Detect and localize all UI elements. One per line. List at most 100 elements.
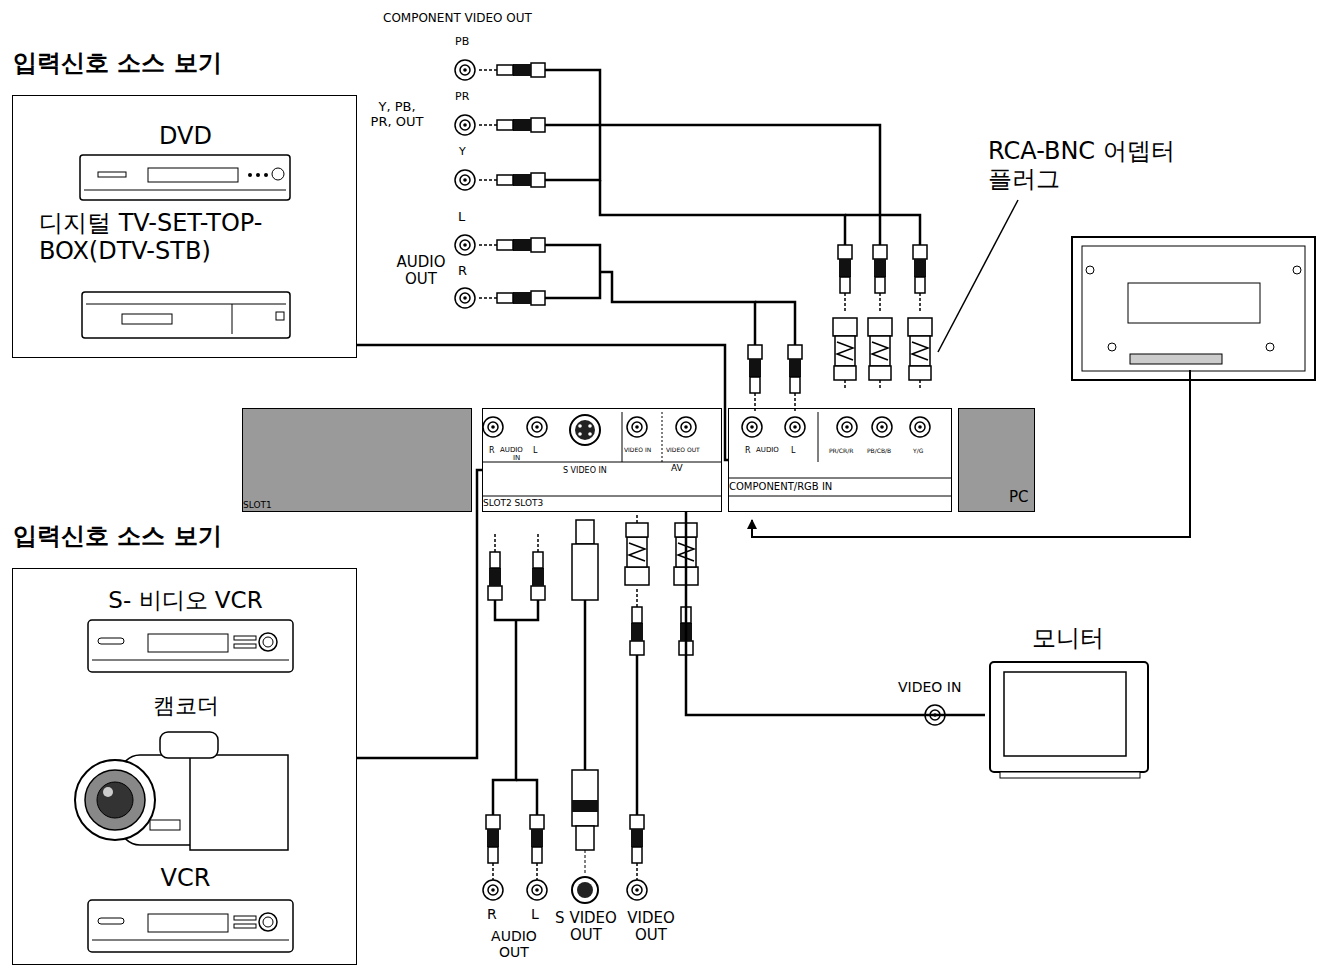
terminal-panel: RAUDIOLINS VIDEO INVIDEO INVIDEO OUTAVSL…	[482, 408, 722, 512]
signal-label: R	[487, 906, 501, 922]
drawing-part	[276, 312, 284, 320]
drawing-part	[588, 432, 592, 436]
node-text: Y/G	[913, 448, 923, 455]
drawing-part	[728, 496, 952, 497]
drawing-part	[572, 770, 598, 826]
drawing-stroke	[1004, 426, 1007, 429]
drawing-part	[755, 302, 795, 345]
node-text: COMPONENT/RGB IN	[729, 481, 832, 493]
drawing-part	[1072, 237, 1315, 380]
node-text: VCR	[13, 865, 358, 893]
node-text: DVD	[13, 123, 358, 151]
dvd-player	[80, 155, 290, 200]
drawing-stroke	[1022, 440, 1025, 443]
drawing-part	[86, 304, 286, 305]
drawing-stroke	[1010, 426, 1013, 429]
drawing-part	[455, 170, 475, 190]
drawing-part	[482, 496, 722, 497]
drawing-part	[150, 820, 180, 830]
node-text: PR/CR/R	[829, 448, 853, 455]
drawing-part	[483, 880, 503, 900]
drawing-part	[584, 600, 587, 770]
plasma-display-rear	[752, 237, 1315, 537]
drawing-part	[676, 417, 696, 437]
drawing-part	[575, 420, 595, 440]
drawing-part	[788, 345, 802, 411]
signal-label: S VIDEO OUT	[553, 910, 619, 945]
drawing-part	[527, 880, 547, 900]
drawing-part	[85, 770, 145, 830]
screw	[968, 428, 980, 440]
drawing-part	[264, 173, 268, 177]
drawing-part	[818, 412, 819, 462]
signal-label: Y	[459, 146, 479, 159]
heading-text: 입력신호 소스 보기	[13, 523, 358, 551]
drawing-part	[630, 815, 644, 881]
drawing-part	[455, 115, 475, 135]
panel-jacks	[483, 415, 930, 445]
drawing-part	[1108, 343, 1116, 351]
slot-panel: SLOT1	[242, 408, 472, 512]
monitor: 모니터	[985, 625, 1150, 778]
drawing-stroke	[1010, 440, 1013, 443]
drawing-part	[630, 589, 644, 655]
node-text: 캠코더	[13, 693, 358, 718]
drawing-stroke	[1001, 433, 1004, 436]
drawing-stroke	[1025, 433, 1028, 436]
drawing-part	[576, 826, 594, 850]
drawing-part	[479, 291, 545, 305]
drawing-part	[486, 815, 500, 881]
signal-label: Y, PB, PR, OUT	[366, 100, 428, 130]
drawing-part	[837, 417, 857, 437]
drawing-part	[622, 412, 623, 462]
drawing-part	[1128, 283, 1260, 323]
monitor-screen	[1004, 672, 1126, 756]
drawing-part	[272, 168, 284, 180]
drawing-part	[103, 787, 113, 797]
camcorder	[75, 732, 288, 850]
leader-line	[938, 200, 1018, 352]
drawing-part	[545, 245, 600, 298]
signal-label: AUDIO OUT	[481, 928, 547, 960]
node-text: AUDIO	[756, 446, 779, 454]
drawing-part	[570, 415, 600, 445]
drawing-part	[530, 815, 544, 881]
node-text: PB/CB/B	[867, 448, 891, 455]
drawing-part	[748, 345, 762, 411]
node-text: R	[745, 446, 751, 455]
drawing-part	[479, 238, 545, 252]
signal-label: COMPONENT VIDEO OUT	[383, 12, 563, 26]
drawing-part	[97, 782, 133, 818]
drawing-stroke	[1013, 433, 1016, 436]
drawing-part	[160, 732, 218, 758]
node-text: L	[791, 446, 795, 455]
drawing-part	[479, 118, 545, 132]
drawing-stroke	[1004, 440, 1007, 443]
drawing-part	[833, 318, 857, 390]
drawing-part	[122, 314, 172, 324]
node-text: AV	[671, 463, 683, 473]
node-text: IN	[513, 454, 520, 462]
drawing-part	[636, 655, 639, 815]
drawing-part	[908, 318, 932, 390]
node-text: L	[533, 446, 537, 455]
drawing-part	[913, 245, 927, 311]
node-text: 디지털 TV-SET-TOP-BOX(DTV-STB)	[39, 210, 339, 265]
drawing-part	[600, 272, 755, 345]
drawing-part	[148, 168, 238, 182]
source-box: 입력신호 소스 보기S- 비디오 VCR캠코더VCR	[12, 568, 357, 965]
drawing-part	[516, 780, 537, 815]
drawing-part	[1293, 266, 1301, 274]
drawing-part	[1082, 246, 1305, 371]
drawing-part	[531, 534, 545, 600]
drawing-part	[572, 800, 598, 812]
drawing-part	[742, 417, 762, 437]
drawing-part	[455, 235, 475, 255]
node-text: AUDIO	[500, 446, 523, 454]
monitor-base	[1000, 772, 1140, 778]
drawing-part	[493, 620, 516, 815]
drawing-part	[578, 424, 582, 428]
drawing-stroke	[1016, 426, 1019, 429]
monitor-body	[990, 662, 1148, 772]
